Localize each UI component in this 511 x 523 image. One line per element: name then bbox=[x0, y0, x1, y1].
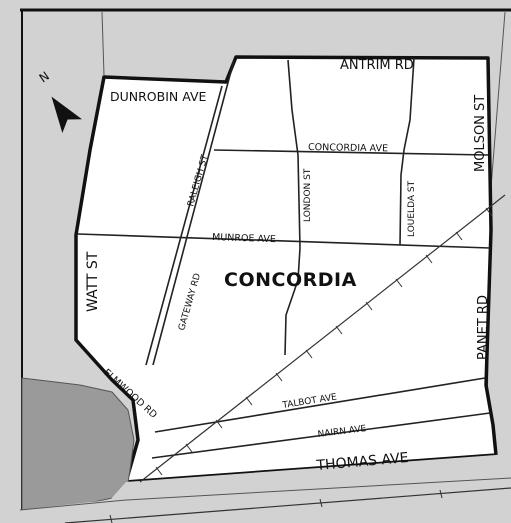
raleigh-st-line bbox=[145, 85, 223, 366]
munroe-ave-line bbox=[77, 233, 491, 249]
railway-main-line bbox=[139, 194, 506, 483]
railway-tie bbox=[305, 349, 313, 359]
railway-tie bbox=[439, 489, 443, 499]
north-arrow bbox=[51, 96, 83, 133]
railway-tie bbox=[485, 207, 493, 217]
label-concordia-ave: CONCORDIA AVE bbox=[308, 142, 388, 154]
railway-tie bbox=[455, 231, 463, 241]
railway-tie bbox=[185, 443, 193, 453]
railway-tie bbox=[275, 372, 283, 382]
river bbox=[21, 377, 135, 511]
railway-tie bbox=[245, 396, 253, 406]
railway-tie bbox=[335, 325, 343, 335]
railway-tie bbox=[365, 301, 373, 311]
south-outside-band bbox=[0, 452, 511, 523]
railway-tie bbox=[319, 498, 323, 508]
louelda-st-line bbox=[399, 57, 415, 246]
label-london-st: LONDON ST bbox=[303, 168, 313, 222]
railway bbox=[64, 194, 511, 523]
railway-tie bbox=[155, 466, 163, 476]
street-network bbox=[77, 57, 491, 459]
talbot-ave-line bbox=[154, 377, 486, 433]
label-dunrobin-ave: DUNROBIN AVE bbox=[110, 89, 207, 104]
railway-tie bbox=[425, 254, 433, 264]
railway-tie bbox=[109, 514, 113, 523]
concordia-ave-line bbox=[213, 149, 489, 156]
label-panet-rd: PANET RD bbox=[476, 295, 491, 360]
railway-tie bbox=[215, 419, 223, 429]
london-st-line bbox=[284, 59, 301, 356]
gateway-rd-line bbox=[152, 59, 235, 366]
railway-ties bbox=[109, 207, 493, 523]
outside-road-north bbox=[101, 11, 105, 76]
label-louelda-st: LOUELDA ST bbox=[407, 180, 417, 237]
railway-tie bbox=[395, 278, 403, 288]
neighbourhood-name: CONCORDIA bbox=[224, 269, 357, 291]
label-molson-st: MOLSON ST bbox=[473, 95, 488, 172]
label-antrim-rd: ANTRIM RD bbox=[340, 58, 414, 73]
nairn-ave-line bbox=[151, 412, 491, 459]
north-arrow-icon bbox=[51, 96, 83, 133]
label-watt-st: WATT ST bbox=[85, 251, 101, 312]
label-munroe-ave: MUNROE AVE bbox=[212, 232, 276, 245]
railway-south-line bbox=[64, 487, 511, 523]
south-outside-road bbox=[19, 477, 511, 511]
